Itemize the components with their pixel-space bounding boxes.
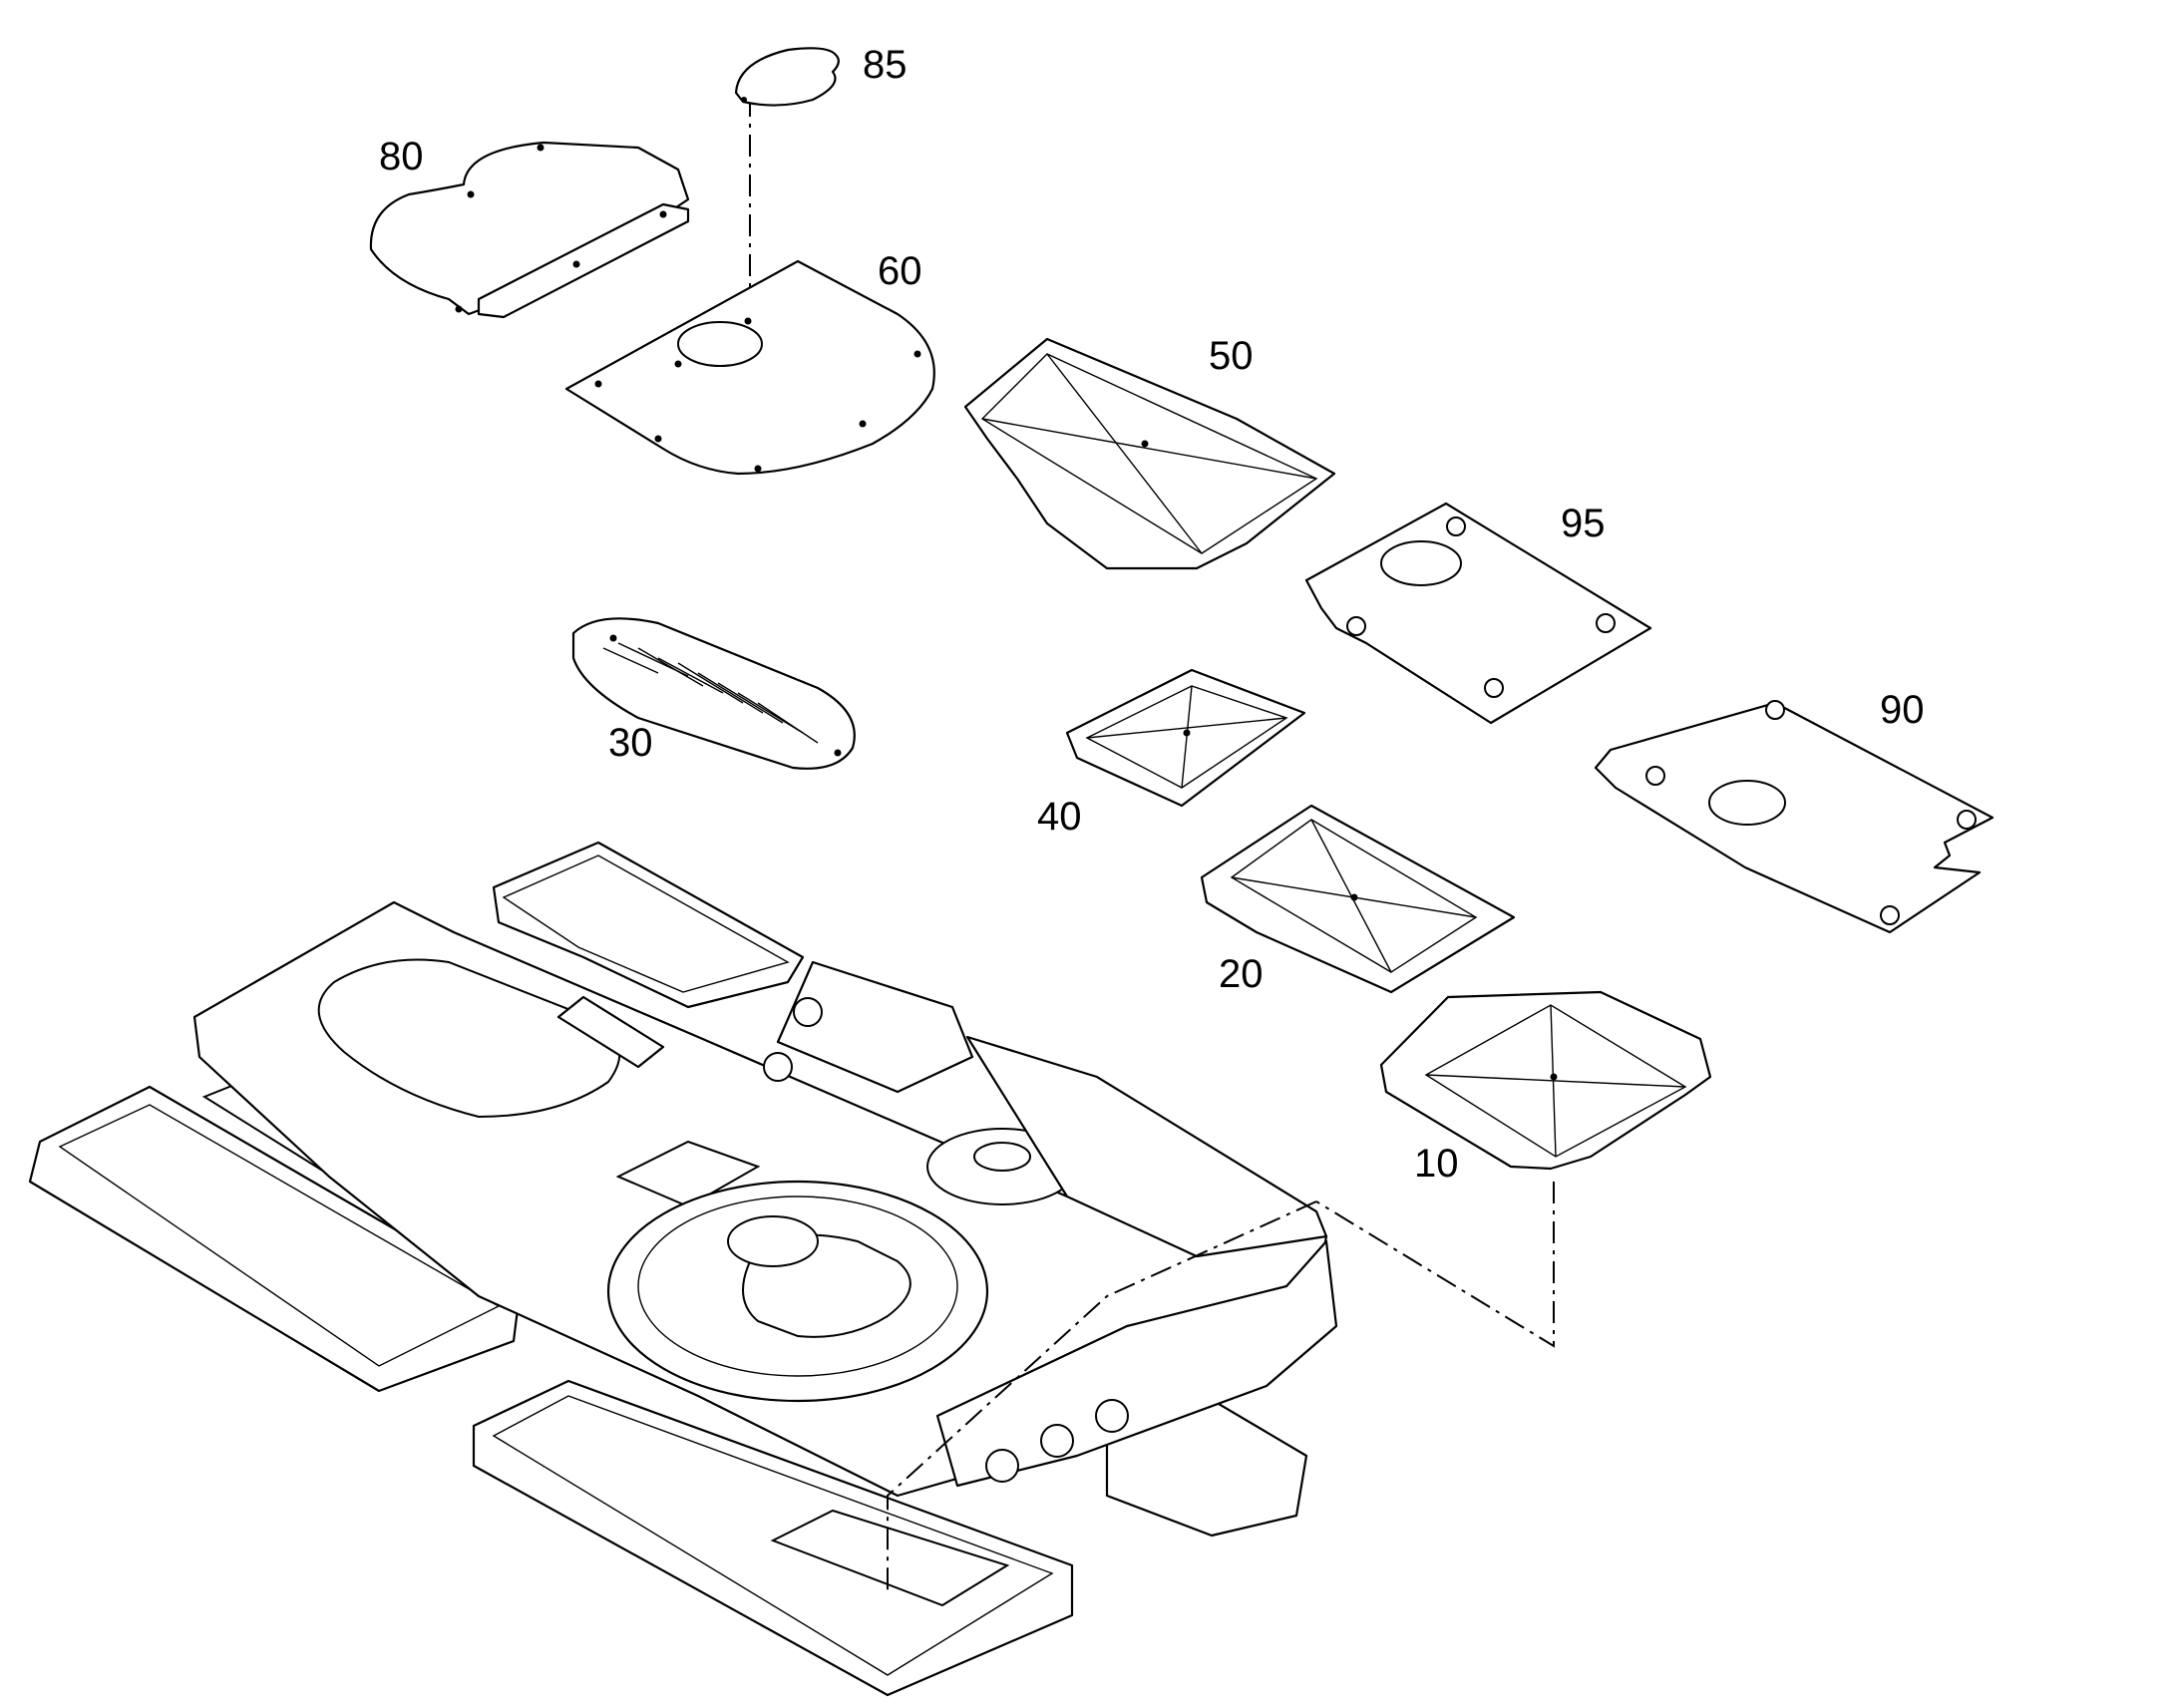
part-90-plate xyxy=(1594,700,1995,934)
part-10-grate-cover xyxy=(1379,990,1712,1171)
part-80-plate xyxy=(369,141,690,319)
label-80: 80 xyxy=(379,135,424,178)
label-30: 30 xyxy=(608,721,653,765)
part-85-cover xyxy=(734,47,840,107)
label-50: 50 xyxy=(1209,334,1254,378)
label-10: 10 xyxy=(1414,1142,1459,1186)
label-60: 60 xyxy=(878,249,922,293)
callout-labels: 85 80 60 50 95 30 40 90 20 10 xyxy=(379,43,1925,1186)
label-85: 85 xyxy=(863,43,908,87)
part-30-vent-grille xyxy=(571,617,856,770)
main-frame-assembly xyxy=(28,841,1338,1697)
assembly-center-lines xyxy=(749,95,1555,1595)
part-40-grate-cover xyxy=(1065,668,1306,808)
part-50-grate-cover xyxy=(963,337,1336,570)
label-20: 20 xyxy=(1219,952,1264,996)
part-20-grate-cover xyxy=(1200,804,1516,994)
label-95: 95 xyxy=(1561,502,1606,545)
part-95-plate xyxy=(1304,502,1652,725)
part-60-plate xyxy=(564,259,935,476)
label-40: 40 xyxy=(1037,795,1082,839)
label-90: 90 xyxy=(1880,688,1925,732)
